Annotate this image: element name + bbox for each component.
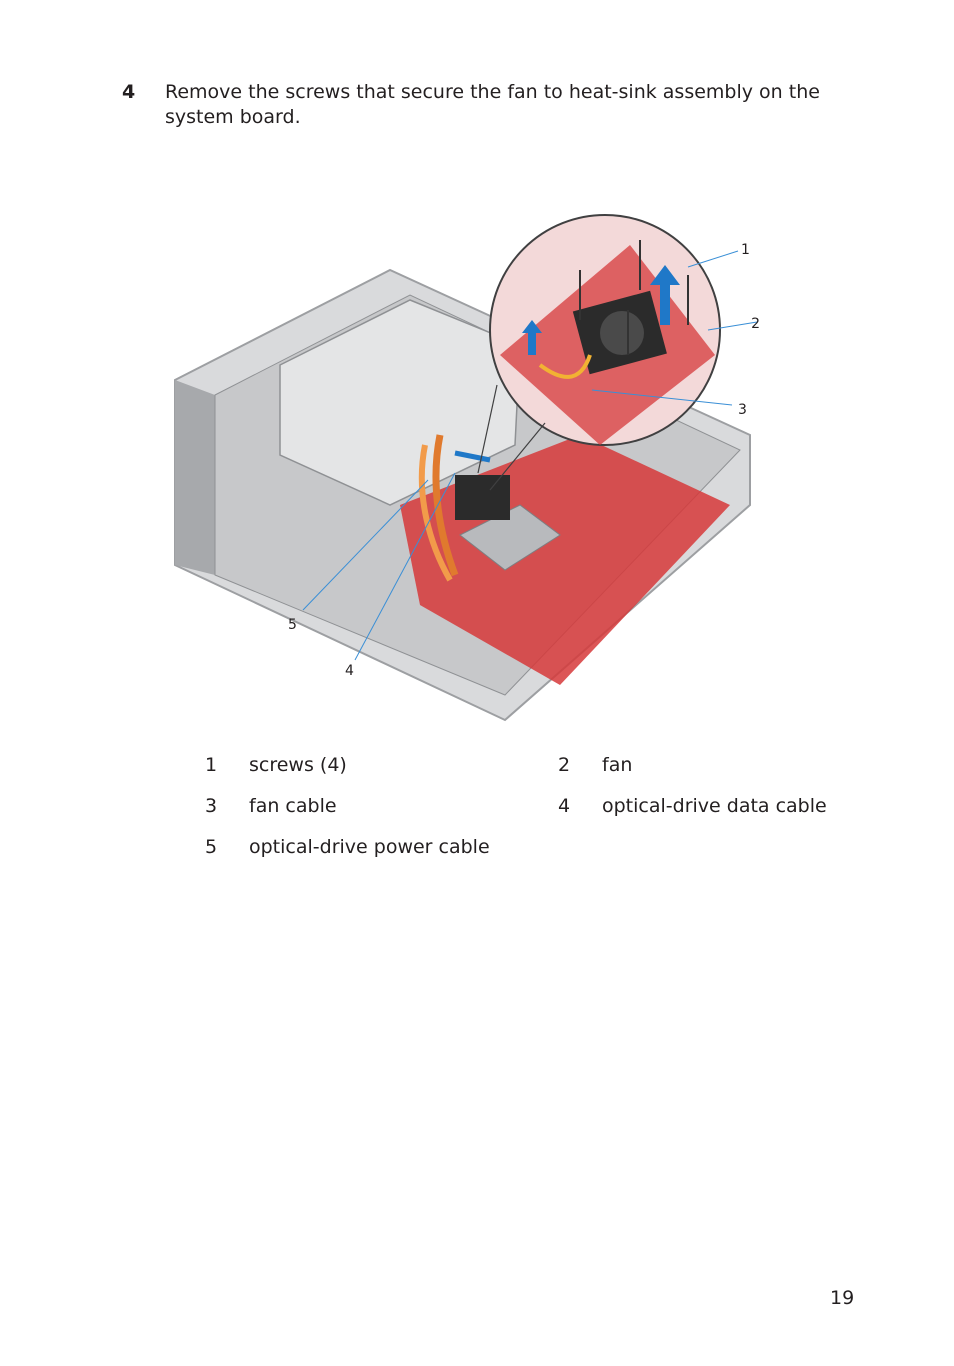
zoom-fan-cable: [538, 354, 592, 379]
cable-lift-arrow: [522, 320, 542, 355]
legend-label: optical-drive data cable: [602, 795, 827, 817]
legend-label: fan cable: [249, 795, 337, 817]
callout-line-5: [302, 479, 429, 611]
legend-number: 2: [558, 754, 571, 776]
callout-line-4: [354, 472, 456, 661]
legend-label: fan: [602, 754, 633, 776]
fan-removal-illustration: 1 2 3 4 5: [160, 205, 760, 725]
fan-small: [455, 475, 510, 520]
legend-number: 1: [205, 754, 218, 776]
zoom-fan-hub: [600, 311, 644, 355]
step-number: 4: [122, 81, 136, 103]
legend-label: screws (4): [249, 754, 347, 776]
step-text: Remove the screws that secure the fan to…: [165, 81, 820, 128]
callout-line-3: [591, 389, 733, 406]
chassis-front-panel: [175, 380, 215, 575]
optical-drive-power-cable: [432, 434, 459, 577]
callout-5: 5: [288, 617, 297, 633]
zoom-connector-left: [477, 384, 498, 474]
zoom-connector-right: [489, 422, 546, 491]
callout-3: 3: [738, 402, 747, 418]
illustration-svg: 1 2 3 4 5: [174, 214, 760, 722]
legend-number: 5: [205, 836, 218, 858]
callout-2: 2: [751, 316, 760, 332]
callout-line-2: [707, 321, 758, 331]
lift-arrow: [650, 265, 680, 325]
fan-arrow: [454, 450, 491, 463]
legend-number: 4: [558, 795, 571, 817]
optical-drive-data-cable: [418, 444, 453, 582]
page-number: 19: [830, 1287, 855, 1309]
legend-label: optical-drive power cable: [249, 836, 490, 858]
callout-line-1: [687, 250, 739, 268]
legend-number: 3: [205, 795, 218, 817]
callout-1: 1: [741, 242, 750, 258]
callout-4: 4: [345, 663, 354, 679]
